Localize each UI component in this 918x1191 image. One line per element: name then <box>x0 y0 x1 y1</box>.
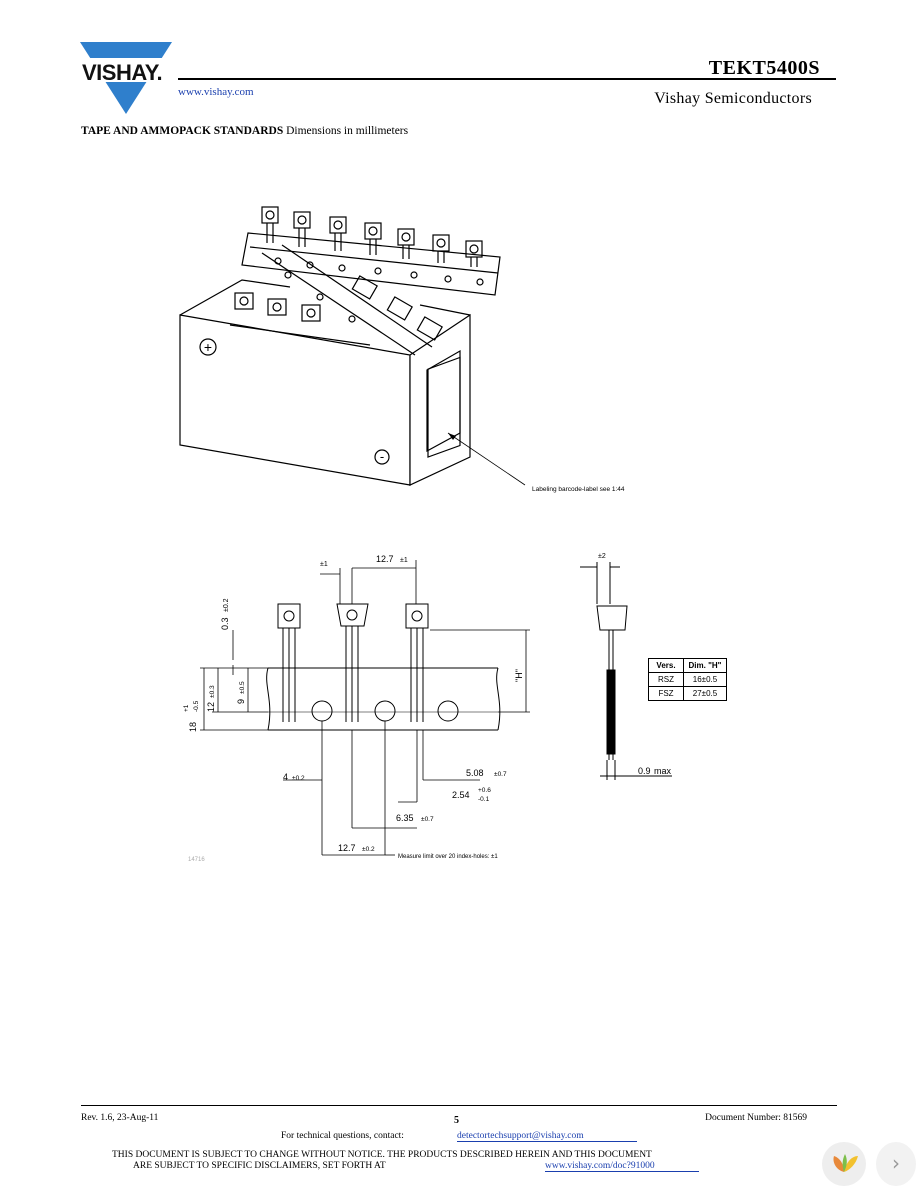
plus-marker <box>199 338 217 356</box>
brand-subtitle: Vishay Semiconductors <box>654 90 812 107</box>
svg-text:-0.5: -0.5 <box>193 700 200 712</box>
svg-text:±1: ±1 <box>320 561 328 568</box>
label-note: Labeling barcode-label see 1:44 <box>532 486 625 493</box>
component-devices <box>277 603 429 722</box>
svg-text:+0.6: +0.6 <box>478 787 491 794</box>
svg-text:12: 12 <box>206 702 216 712</box>
box-outline <box>179 279 471 486</box>
tech-questions-label: For technical questions, contact: <box>281 1131 404 1141</box>
doc-title: TEKT5400S <box>708 57 820 79</box>
svg-text:±0.7: ±0.7 <box>421 816 434 823</box>
svg-text:±1: ±1 <box>400 557 408 564</box>
svg-text:6.35: 6.35 <box>396 813 414 823</box>
table-row: RSZ 16±0.5 <box>648 672 727 687</box>
revision-date: Rev. 1.6, 23-Aug-11 <box>81 1113 159 1123</box>
minus-marker <box>374 449 390 465</box>
tape-dimension-drawing: ±1 12.7 ±1 0.3 ±0.2 18 +1 -0.5 12 ±0.3 9… <box>183 553 672 863</box>
table-cell: RSZ <box>648 672 684 687</box>
dimension-labels: ±1 12.7 ±1 0.3 ±0.2 18 +1 -0.5 12 ±0.3 9… <box>183 554 524 863</box>
section-heading: TAPE AND AMMOPACK STANDARDS <box>81 125 284 137</box>
svg-text:Measure limit over 20 index-ho: Measure limit over 20 index-holes: ±1 <box>398 854 498 860</box>
svg-text:2.54: 2.54 <box>452 790 470 800</box>
website-link[interactable]: www.vishay.com <box>178 86 254 98</box>
svg-text:±0.3: ±0.3 <box>209 685 216 698</box>
svg-text:0.3: 0.3 <box>220 617 230 630</box>
tape-band <box>266 667 501 731</box>
top-row-devices <box>261 206 483 267</box>
svg-text:"H": "H" <box>514 669 524 682</box>
table-header-row: Vers. Dim. "H" <box>648 658 727 673</box>
svg-text:max: max <box>654 766 672 776</box>
table-row: FSZ 27±0.5 <box>648 686 727 701</box>
svg-text:±0.7: ±0.7 <box>494 771 507 778</box>
footer-rule <box>81 1105 837 1106</box>
dimension-lines <box>200 560 530 856</box>
svg-text:0.9: 0.9 <box>638 766 651 776</box>
section-title: TAPE AND AMMOPACK STANDARDS Dimensions i… <box>81 125 408 137</box>
leaf-logo-icon <box>833 1154 858 1172</box>
plus-sign: + <box>204 339 212 355</box>
next-page-button[interactable]: › <box>876 1142 916 1186</box>
table-header: Dim. "H" <box>683 658 727 673</box>
svg-text:14716: 14716 <box>188 857 205 863</box>
page-number: 5 <box>454 1115 459 1126</box>
svg-text:9: 9 <box>236 699 246 704</box>
h-dimension-table: Vers. Dim. "H" RSZ 16±0.5 FSZ 27±0.5 <box>648 658 727 701</box>
table-cell: FSZ <box>648 686 684 701</box>
table-cell: 16±0.5 <box>683 672 727 687</box>
svg-text:+1: +1 <box>183 704 190 712</box>
svg-text:±0.2: ±0.2 <box>362 846 375 853</box>
label-window <box>426 349 461 453</box>
vishay-logo-mark <box>80 42 172 114</box>
ammopack-box-drawing: + - Labeling barcode-label see 1:44 <box>179 206 625 493</box>
notice-line-1: THIS DOCUMENT IS SUBJECT TO CHANGE WITHO… <box>112 1150 652 1160</box>
svg-text:12.7: 12.7 <box>376 554 394 564</box>
section-units: Dimensions in millimeters <box>286 125 409 137</box>
svg-text:5.08: 5.08 <box>466 768 484 778</box>
disclaimer-link[interactable]: www.vishay.com/doc?91000 <box>545 1161 699 1172</box>
tech-support-email-link[interactable]: detectortechsupport@vishay.com <box>457 1131 637 1142</box>
minus-sign: - <box>380 449 384 464</box>
svg-text:±0.2: ±0.2 <box>292 775 305 782</box>
lower-tape-row <box>229 292 371 346</box>
table-header: Vers. <box>648 658 684 673</box>
svg-text:-0.1: -0.1 <box>478 796 490 803</box>
header-rule <box>178 78 836 80</box>
top-tape-strip <box>241 232 501 296</box>
svg-text:±0.5: ±0.5 <box>239 681 246 694</box>
label-leader <box>447 432 526 486</box>
vishay-logo-text: VISHAY. <box>82 60 163 85</box>
svg-text:±0.2: ±0.2 <box>223 598 230 612</box>
svg-text:4: 4 <box>283 772 288 782</box>
svg-text:18: 18 <box>188 722 198 732</box>
notice-line-2: ARE SUBJECT TO SPECIFIC DISCLAIMERS, SET… <box>133 1161 386 1171</box>
side-view <box>580 562 672 780</box>
side-labels: ±2 0.9 max <box>598 553 672 776</box>
table-cell: 27±0.5 <box>683 686 727 701</box>
viewer-logo-button[interactable] <box>822 1142 866 1186</box>
svg-text:±2: ±2 <box>598 553 606 560</box>
document-number: Document Number: 81569 <box>705 1113 807 1123</box>
svg-text:12.7: 12.7 <box>338 843 356 853</box>
